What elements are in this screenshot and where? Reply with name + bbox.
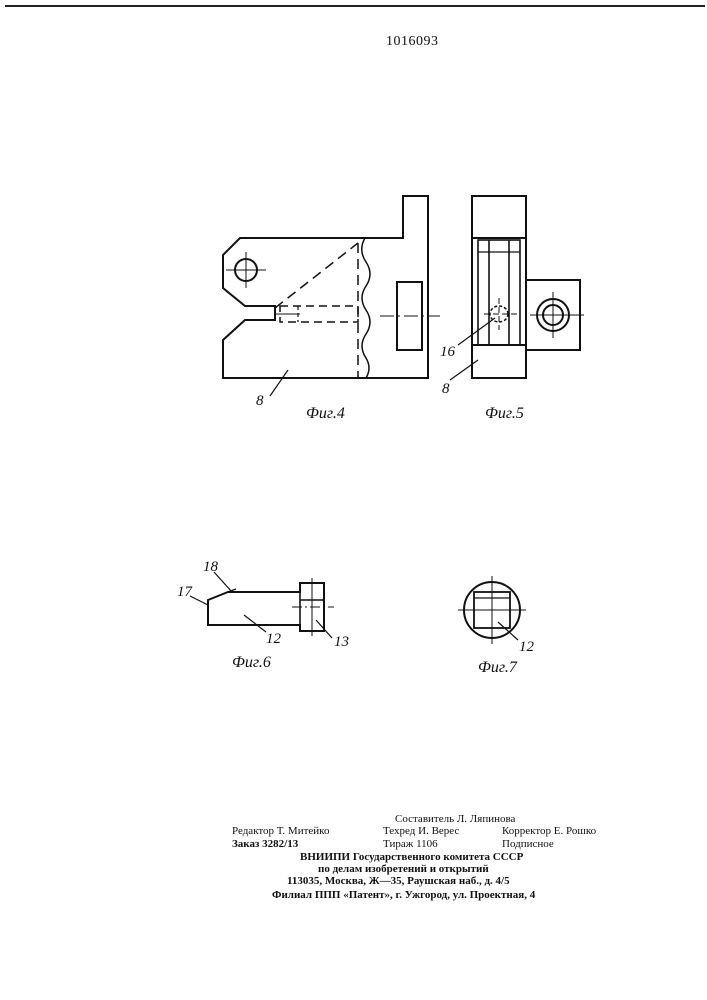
fig6-label-12: 12 <box>266 631 282 647</box>
figure-5-drawing <box>450 196 584 380</box>
imprint-order: Заказ 3282/13 <box>232 838 298 850</box>
imprint-org-line2: по делам изобретений и открытий <box>318 863 489 875</box>
imprint-techred: Техред И. Верес <box>383 825 459 837</box>
imprint-compiler: Составитель Л. Ляпинова <box>395 813 515 825</box>
imprint-editor: Редактор Т. Митейко <box>232 825 329 837</box>
fig5-caption: Фиг.5 <box>485 405 524 422</box>
fig6-label-18: 18 <box>203 559 219 575</box>
imprint-corrector: Корректор Е. Рошко <box>502 825 596 837</box>
imprint-circulation: Тираж 1106 <box>383 838 438 850</box>
fig7-label-12: 12 <box>519 639 535 655</box>
fig5-label-8: 8 <box>442 381 450 397</box>
fig6-label-17: 17 <box>177 584 194 600</box>
fig4-caption: Фиг.4 <box>306 405 345 422</box>
imprint-branch: Филиал ППП «Патент», г. Ужгород, ул. Про… <box>272 889 535 901</box>
figure-7-drawing <box>458 576 526 644</box>
figure-4-drawing <box>223 196 440 396</box>
imprint-subscription: Подписное <box>502 838 554 850</box>
imprint-org-line1: ВНИИПИ Государственного комитета СССР <box>300 851 523 863</box>
fig7-caption: Фиг.7 <box>478 659 518 676</box>
imprint-address: 113035, Москва, Ж—35, Раушская наб., д. … <box>287 875 510 887</box>
fig4-label-8: 8 <box>256 393 264 409</box>
figure-6-drawing <box>190 572 334 638</box>
fig5-label-16: 16 <box>440 344 456 360</box>
fig6-caption: Фиг.6 <box>232 654 271 671</box>
fig6-label-13: 13 <box>334 634 349 650</box>
